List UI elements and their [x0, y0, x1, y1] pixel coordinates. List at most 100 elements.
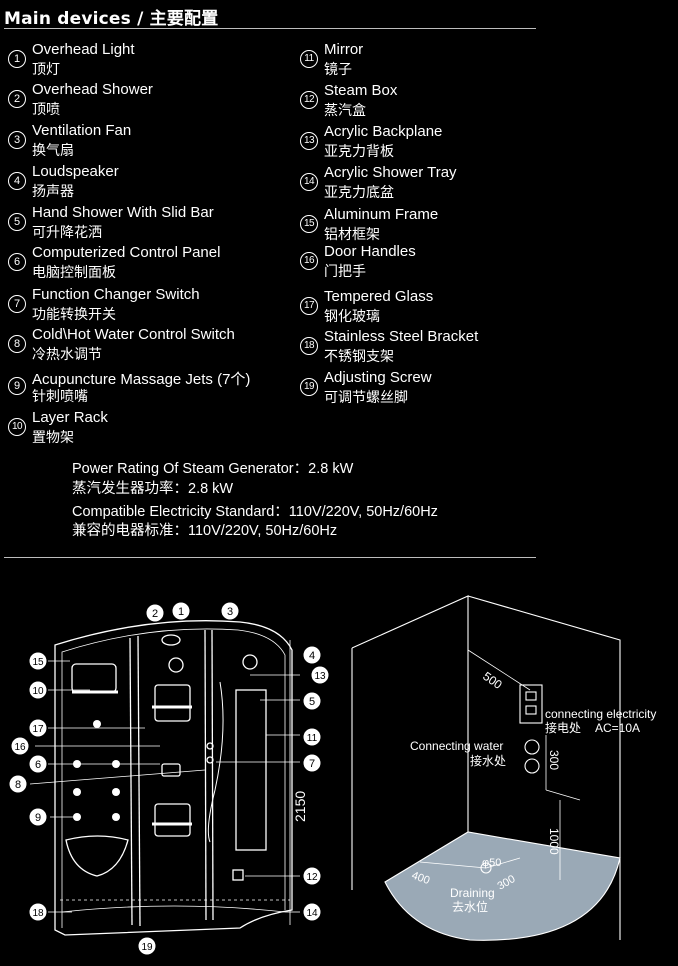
device-name-zh: 铝材框架 — [324, 227, 380, 243]
callout-number: 16 — [14, 742, 26, 753]
drain-diameter: φ50 — [482, 857, 501, 869]
device-name-en: Acupuncture Massage Jets (7个) — [32, 371, 251, 388]
spec-power-en: Power Rating Of Steam Generator：2.8 kW — [72, 461, 354, 477]
device-name-en: Computerized Control Panel — [32, 244, 221, 261]
drain-label-zh: 去水位 — [452, 899, 488, 914]
device-name-en: Stainless Steel Bracket — [324, 328, 479, 345]
front-view-diagram — [54, 620, 293, 936]
device-number: 3 — [8, 131, 26, 149]
water-inlet-1 — [524, 739, 540, 755]
water-label-zh: 接水处 — [470, 753, 506, 768]
device-name-en: Door Handles — [324, 243, 416, 260]
device-number: 8 — [8, 335, 26, 353]
loudspeaker — [242, 654, 258, 670]
device-name-en: Layer Rack — [32, 409, 108, 426]
height-dimension: 2150 — [292, 791, 308, 822]
spec-voltage-en: Compatible Electricity Standard：110V/220… — [72, 504, 438, 520]
callout-number: 11 — [307, 733, 318, 744]
callout-circle — [171, 601, 191, 621]
callout-number: 19 — [141, 942, 153, 953]
device-name-zh: 镜子 — [324, 62, 352, 78]
callout-number: 14 — [306, 908, 318, 919]
device-number: 13 — [300, 132, 318, 150]
callout-circle — [302, 645, 322, 665]
device-name-en: Overhead Shower — [32, 81, 153, 98]
device-name-en: Acrylic Shower Tray — [324, 164, 457, 181]
mirror-panel — [235, 689, 267, 851]
callout-circle — [28, 718, 48, 738]
dim-500: 500 — [480, 669, 505, 692]
device-name-zh: 换气扇 — [32, 143, 74, 159]
callout-number: 6 — [35, 759, 41, 771]
callout-number: 5 — [309, 696, 315, 708]
door-frame-right — [204, 629, 207, 921]
device-name-en: Loudspeaker — [32, 163, 119, 180]
device-number: 2 — [8, 90, 26, 108]
device-name-zh: 功能转换开关 — [32, 307, 116, 323]
spec-voltage-zh: 兼容的电器标准：110V/220V, 50Hz/60Hz — [72, 523, 338, 539]
electricity-label-zh: 接电处 — [545, 720, 581, 735]
callout-circle — [28, 902, 48, 922]
middle-divider — [4, 557, 536, 558]
device-name-en: Steam Box — [324, 82, 398, 99]
device-name-zh: 置物架 — [32, 430, 74, 446]
water-inlet-2 — [524, 758, 540, 774]
device-name-zh: 电脑控制面板 — [32, 265, 116, 281]
callout-number: 2 — [152, 608, 158, 620]
device-name-en: Ventilation Fan — [32, 122, 132, 139]
callout-circle — [10, 736, 30, 756]
device-name-zh: 门把手 — [324, 264, 366, 280]
callout-circle — [302, 691, 322, 711]
center-shelf-top — [154, 684, 191, 722]
device-number: 12 — [300, 91, 318, 109]
control-panel — [161, 763, 181, 777]
spec-power-zh: 蒸汽发生器功率：2.8 kW — [72, 481, 234, 497]
device-number: 14 — [300, 173, 318, 191]
device-name-zh: 亚克力底盆 — [324, 185, 394, 201]
callout-circle — [145, 603, 165, 623]
callout-number: 17 — [32, 724, 44, 735]
callout-leaders — [29, 660, 300, 913]
overhead-light — [161, 634, 181, 646]
cabin-outline — [54, 620, 293, 936]
device-name-zh: 顶喷 — [32, 102, 60, 118]
device-number: 16 — [300, 252, 318, 270]
electric-outlet — [519, 684, 543, 724]
device-name-en: Acrylic Backplane — [324, 123, 443, 140]
center-shelf-bottom — [154, 803, 191, 837]
device-name-zh: 冷热水调节 — [32, 347, 102, 363]
device-name-en: Adjusting Screw — [324, 369, 432, 386]
device-name-zh: 可调节螺丝脚 — [324, 390, 408, 406]
drain-label-en: Draining — [450, 886, 495, 900]
callout-number: 4 — [309, 650, 315, 662]
callout-circle — [302, 753, 322, 773]
callout-number: 1 — [178, 606, 184, 618]
install-view-diagram — [351, 595, 621, 941]
device-number: 1 — [8, 50, 26, 68]
dim-400: 400 — [410, 870, 431, 888]
callout-number: 18 — [32, 908, 44, 919]
page-title: Main devices / 主要配置 — [4, 9, 219, 29]
device-number: 9 — [8, 377, 26, 395]
callout-circle — [137, 936, 157, 956]
dim-1000: 1000 — [547, 828, 561, 855]
device-number: 5 — [8, 213, 26, 231]
left-wall — [351, 595, 469, 832]
callout-circle — [310, 665, 330, 685]
floor-tray — [384, 831, 621, 941]
door-frame-left — [129, 637, 133, 926]
callout-number: 15 — [32, 657, 44, 668]
callout-number: 10 — [32, 686, 44, 697]
electricity-label-en: connecting electricity — [545, 707, 656, 721]
ventilation-fan — [168, 657, 184, 673]
electricity-rating: AC=10A — [595, 721, 640, 735]
device-number: 11 — [300, 50, 318, 68]
callout-number: 12 — [306, 872, 318, 883]
massage-jets — [73, 720, 120, 821]
device-number: 7 — [8, 295, 26, 313]
device-name-zh: 顶灯 — [32, 62, 60, 78]
device-name-en: Aluminum Frame — [324, 206, 439, 223]
top-divider — [4, 28, 536, 29]
